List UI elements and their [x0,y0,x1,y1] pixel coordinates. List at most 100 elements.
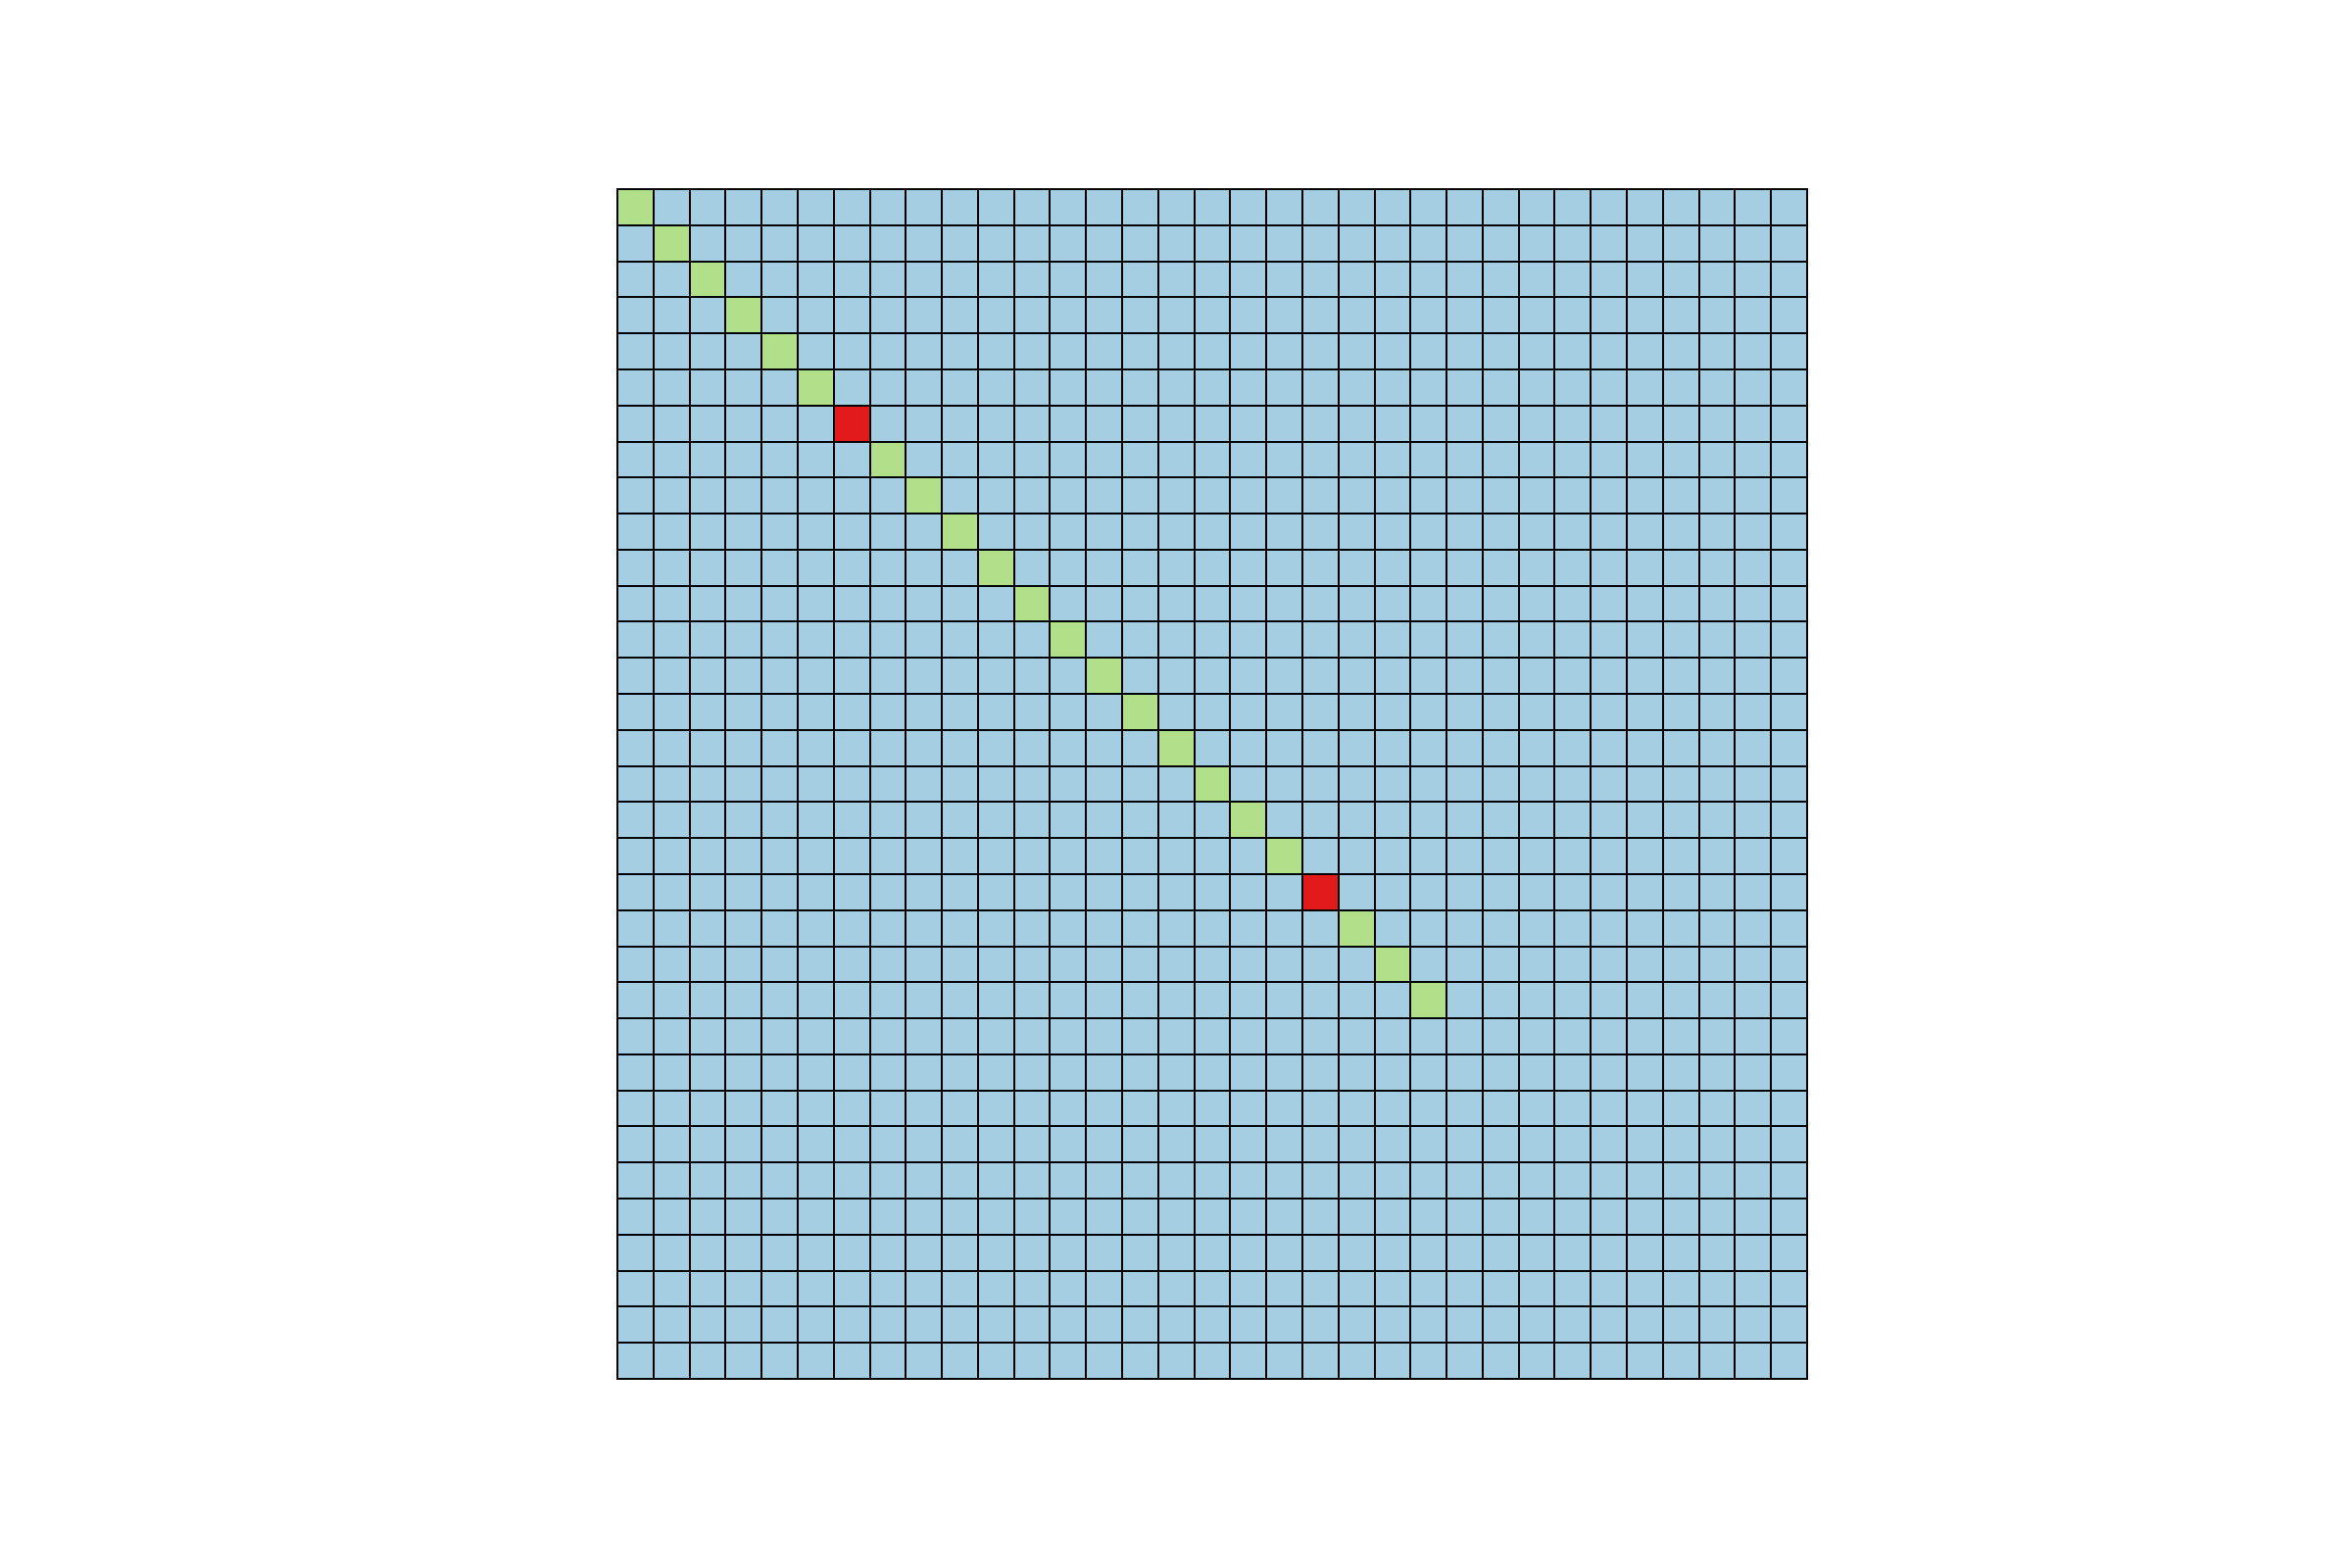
grid-cell-empty[interactable] [906,622,942,658]
grid-cell-empty[interactable] [1375,478,1410,514]
grid-cell-empty[interactable] [1339,839,1374,873]
grid-cell-empty[interactable] [1555,1127,1591,1162]
grid-cell-empty[interactable] [1699,947,1735,982]
grid-cell-empty[interactable] [1447,478,1482,514]
grid-cell-empty[interactable] [1519,478,1554,514]
grid-cell-empty[interactable] [1051,406,1086,441]
grid-cell-empty[interactable] [1014,1271,1050,1306]
grid-cell-empty[interactable] [1014,1307,1050,1343]
grid-cell-empty[interactable] [1123,659,1157,694]
grid-cell-empty[interactable] [1411,622,1446,658]
grid-cell-empty[interactable] [1519,1019,1554,1054]
grid-cell-empty[interactable] [1267,1054,1301,1090]
grid-cell-empty[interactable] [1772,1200,1806,1234]
grid-cell-empty[interactable] [1555,369,1591,405]
grid-cell-empty[interactable] [1302,1163,1338,1199]
grid-cell-empty[interactable] [1628,586,1662,621]
grid-cell-empty[interactable] [1592,1200,1627,1234]
grid-cell-empty[interactable] [1302,766,1338,802]
grid-cell-empty[interactable] [1158,695,1194,729]
grid-cell-empty[interactable] [1267,262,1301,297]
grid-cell-empty[interactable] [1736,190,1771,224]
grid-cell-empty[interactable] [834,442,869,477]
grid-cell-empty[interactable] [1158,1054,1194,1090]
grid-cell-empty[interactable] [1699,1054,1735,1090]
grid-cell-empty[interactable] [1231,514,1266,549]
grid-cell-empty[interactable] [726,766,761,802]
grid-cell-empty[interactable] [654,298,689,333]
grid-cell-empty[interactable] [1014,442,1050,477]
grid-cell-empty[interactable] [1555,1235,1591,1270]
grid-cell-empty[interactable] [1519,983,1554,1018]
grid-cell-empty[interactable] [1231,1054,1266,1090]
grid-cell-empty[interactable] [1231,298,1266,333]
grid-cell-empty[interactable] [1483,695,1518,729]
grid-cell-empty[interactable] [618,586,653,621]
grid-cell-empty[interactable] [1051,550,1086,585]
grid-cell-empty[interactable] [1772,1235,1806,1270]
grid-cell-empty[interactable] [1302,622,1338,658]
grid-cell-empty[interactable] [1699,334,1735,368]
grid-cell-empty[interactable] [762,622,797,658]
grid-cell-empty[interactable] [1158,406,1194,441]
grid-cell-empty[interactable] [1592,947,1627,982]
grid-cell-empty[interactable] [726,406,761,441]
grid-cell-empty[interactable] [1663,659,1698,694]
grid-cell-empty[interactable] [1592,225,1627,261]
grid-cell-empty[interactable] [1519,406,1554,441]
grid-cell-empty[interactable] [1736,369,1771,405]
grid-cell-empty[interactable] [1483,190,1518,224]
grid-cell-empty[interactable] [690,586,725,621]
grid-cell-empty[interactable] [1772,406,1806,441]
grid-cell-empty[interactable] [1628,839,1662,873]
grid-cell-empty[interactable] [1519,622,1554,658]
grid-cell-empty[interactable] [1014,1163,1050,1199]
grid-cell-empty[interactable] [1339,1307,1374,1343]
grid-cell-empty[interactable] [1483,406,1518,441]
grid-cell-empty[interactable] [762,695,797,729]
grid-cell-empty[interactable] [834,874,869,909]
grid-cell-empty[interactable] [1519,1235,1554,1270]
grid-cell-empty[interactable] [834,803,869,838]
grid-cell-empty[interactable] [943,190,977,224]
grid-cell-empty[interactable] [1663,803,1698,838]
grid-cell-empty[interactable] [870,369,906,405]
grid-cell-empty[interactable] [943,983,977,1018]
grid-cell-empty[interactable] [834,1344,869,1378]
grid-cell-empty[interactable] [870,406,906,441]
grid-cell-empty[interactable] [726,1127,761,1162]
grid-cell-empty[interactable] [654,1163,689,1199]
grid-cell-empty[interactable] [1736,910,1771,946]
grid-cell-empty[interactable] [1158,190,1194,224]
grid-cell-empty[interactable] [1267,1307,1301,1343]
grid-cell-empty[interactable] [1267,478,1301,514]
grid-cell-empty[interactable] [618,622,653,658]
grid-cell-empty[interactable] [690,334,725,368]
grid-cell-empty[interactable] [1195,1019,1230,1054]
grid-cell-empty[interactable] [1158,839,1194,873]
grid-cell-empty[interactable] [978,298,1013,333]
grid-cell-empty[interactable] [798,659,833,694]
grid-cell-empty[interactable] [1411,406,1446,441]
grid-cell-empty[interactable] [798,766,833,802]
grid-cell-empty[interactable] [1087,298,1122,333]
grid-cell-empty[interactable] [1231,1091,1266,1126]
grid-cell-empty[interactable] [1375,983,1410,1018]
grid-cell-empty[interactable] [1555,298,1591,333]
grid-cell-empty[interactable] [1195,1271,1230,1306]
grid-cell-empty[interactable] [1158,874,1194,909]
grid-cell-empty[interactable] [1699,839,1735,873]
grid-cell-empty[interactable] [798,550,833,585]
grid-cell-empty[interactable] [1123,1019,1157,1054]
grid-cell-empty[interactable] [1051,1235,1086,1270]
grid-cell-empty[interactable] [943,369,977,405]
grid-cell-empty[interactable] [690,1235,725,1270]
grid-cell-empty[interactable] [1699,190,1735,224]
grid-cell-empty[interactable] [1447,730,1482,765]
grid-cell-empty[interactable] [1628,1344,1662,1378]
grid-cell-empty[interactable] [978,730,1013,765]
grid-cell-empty[interactable] [1447,298,1482,333]
grid-cell-empty[interactable] [1519,262,1554,297]
grid-cell-empty[interactable] [726,1307,761,1343]
grid-cell-empty[interactable] [1447,1200,1482,1234]
